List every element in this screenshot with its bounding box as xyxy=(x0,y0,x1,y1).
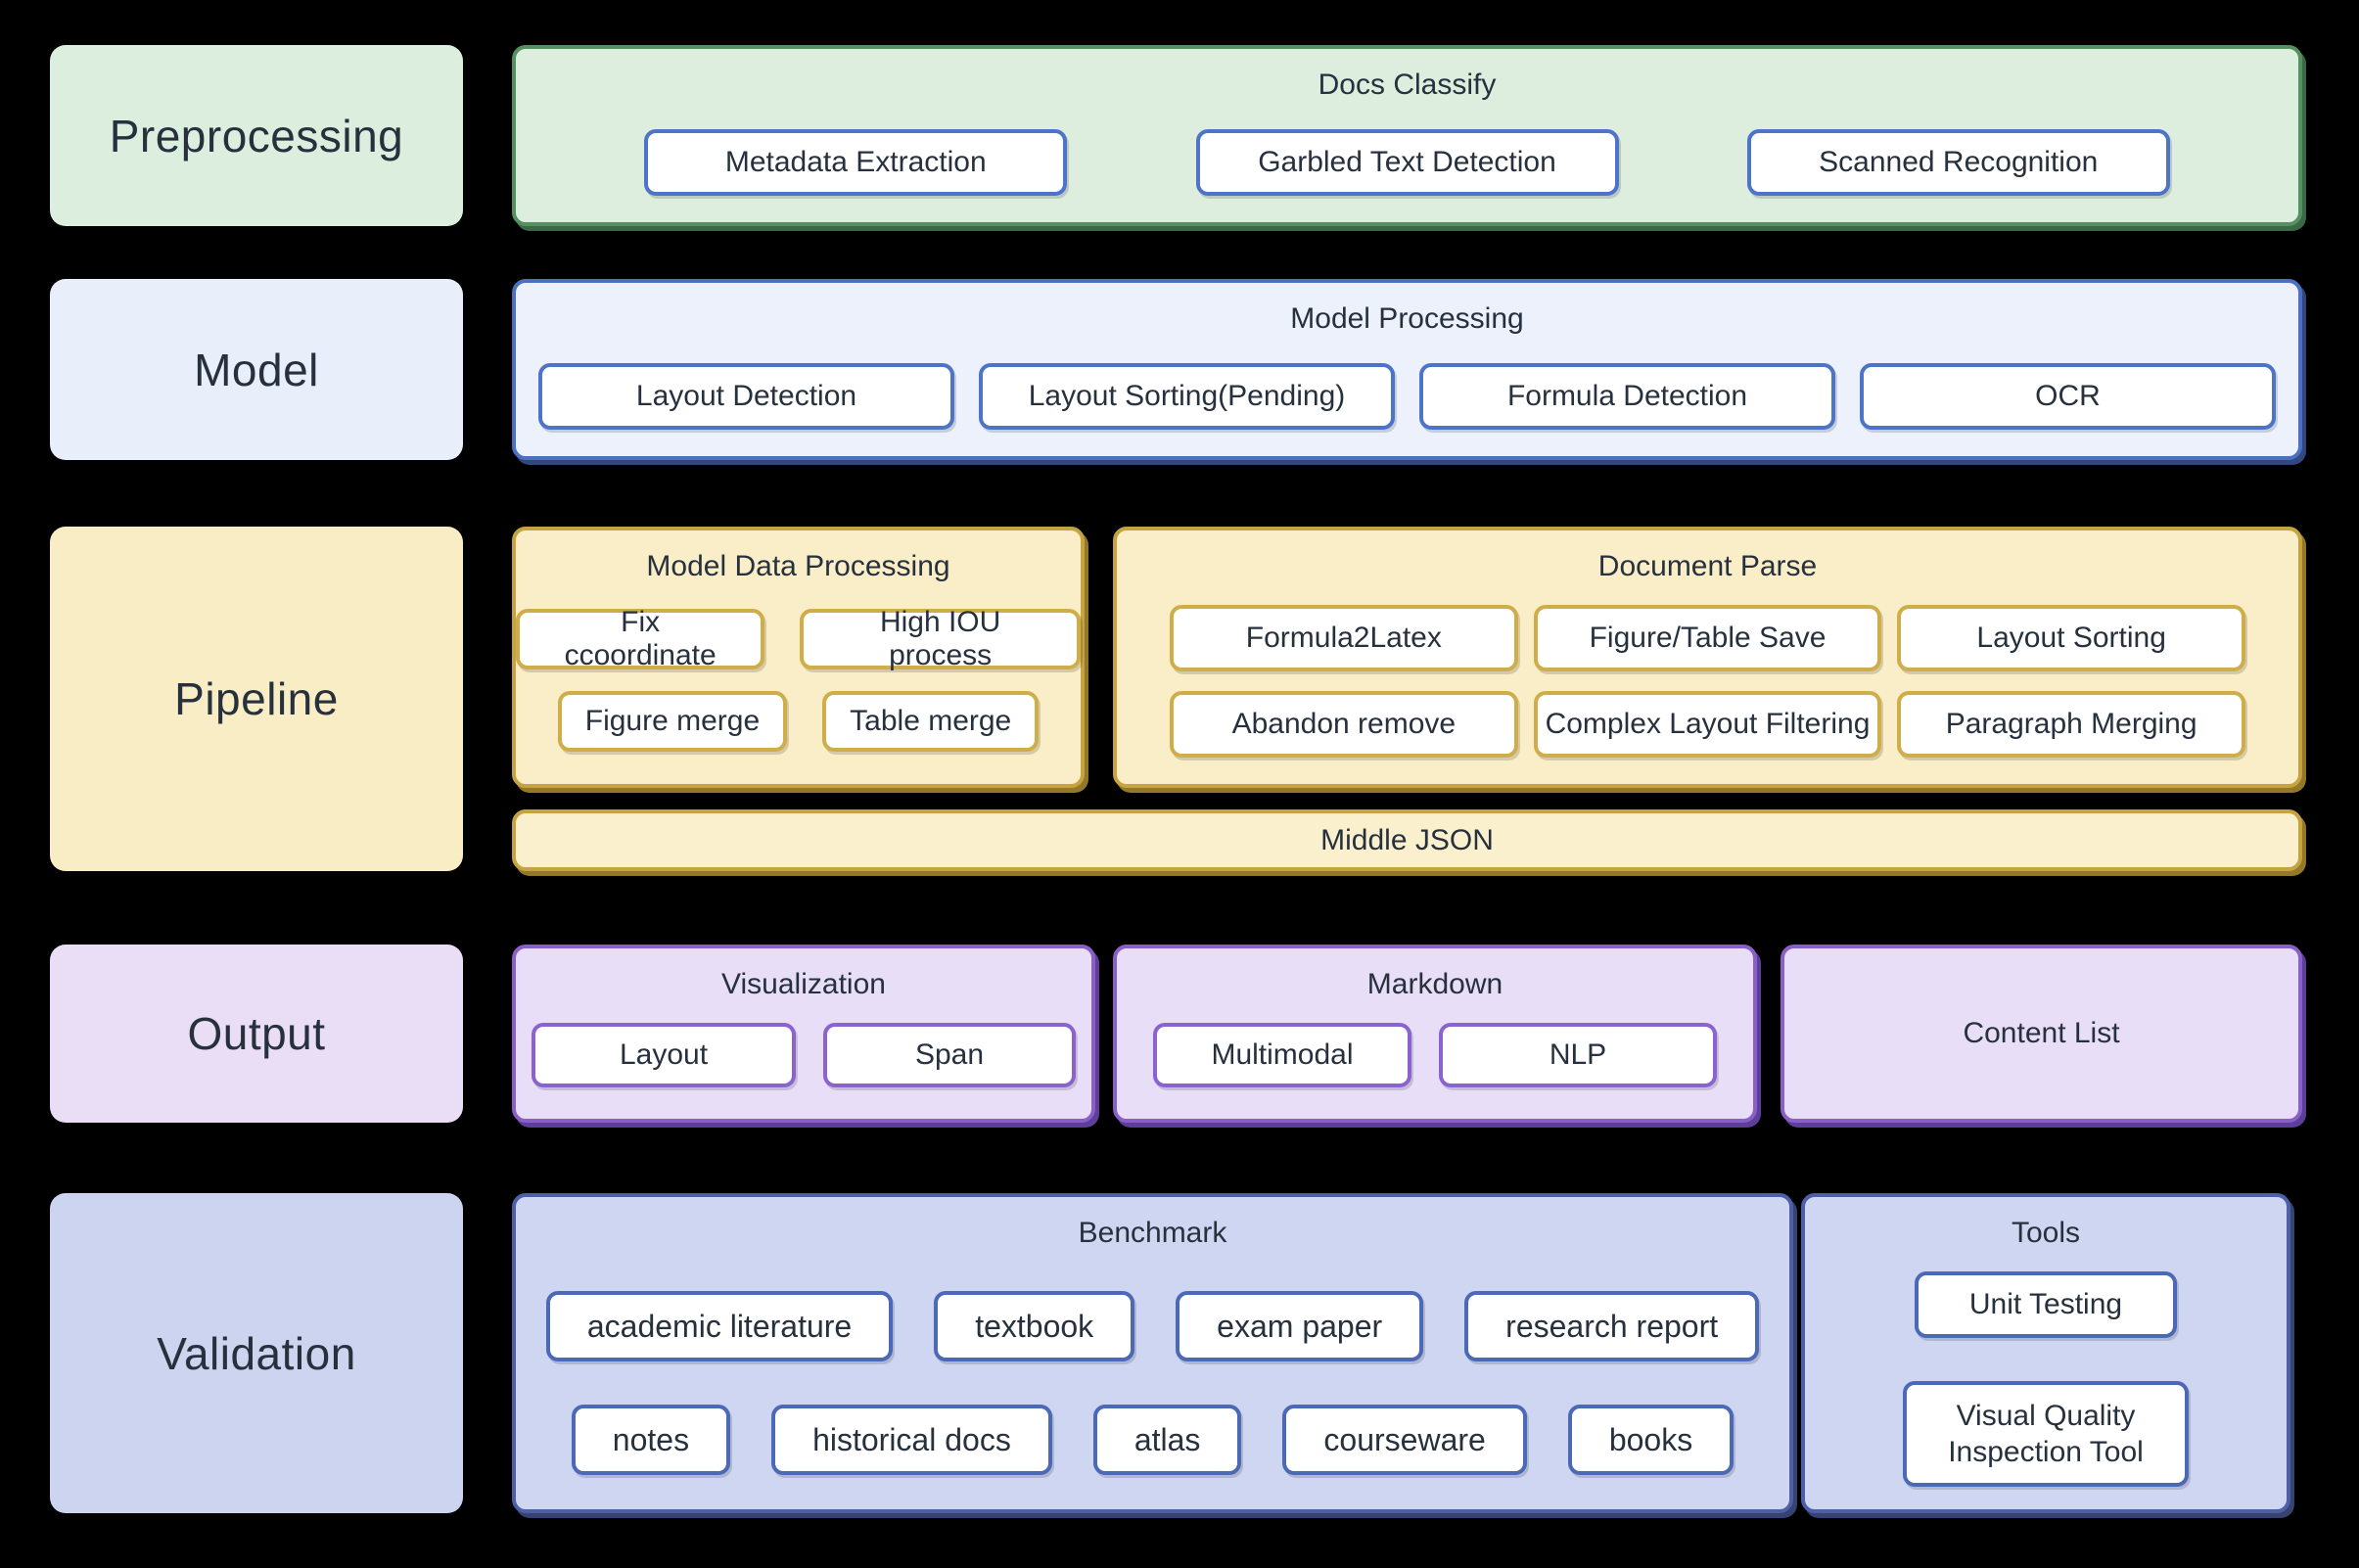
node-visual-quality-inspection-tool: Visual Quality Inspection Tool xyxy=(1903,1381,2189,1487)
group-markdown: Markdown Multimodal NLP xyxy=(1113,945,1757,1123)
node-notes: notes xyxy=(571,1405,731,1475)
stage-label-pipeline: Pipeline xyxy=(50,527,463,871)
node-layout-sorting: Layout Sorting xyxy=(1897,605,2245,671)
visualization-nodes: Layout Span xyxy=(516,1023,1091,1087)
group-middle-json: Middle JSON xyxy=(512,809,2302,871)
node-research-report: research report xyxy=(1464,1291,1760,1361)
node-metadata-extraction: Metadata Extraction xyxy=(644,129,1068,196)
docs-classify-nodes: Metadata Extraction Garbled Text Detecti… xyxy=(516,129,2298,196)
group-benchmark: Benchmark academic literature textbook e… xyxy=(512,1193,1793,1513)
node-high-iou-process: High IOU process xyxy=(800,606,1081,671)
node-span: Span xyxy=(823,1023,1076,1087)
node-formula2latex: Formula2Latex xyxy=(1170,605,1518,671)
node-figure-table-save: Figure/Table Save xyxy=(1533,605,1882,671)
node-fix-ccoordinate: Fix ccoordinate xyxy=(516,606,765,671)
node-courseware: courseware xyxy=(1282,1405,1527,1475)
node-historical-docs: historical docs xyxy=(771,1405,1052,1475)
node-books: books xyxy=(1567,1405,1735,1475)
node-paragraph-merging: Paragraph Merging xyxy=(1897,691,2245,758)
mdp-node-row-1: Fix ccoordinate High IOU process xyxy=(516,606,1081,671)
document-parse-nodes: Formula2Latex Figure/Table Save Layout S… xyxy=(1117,605,2298,758)
node-multimodal: Multimodal xyxy=(1153,1023,1411,1087)
node-garbled-text-detection: Garbled Text Detection xyxy=(1195,129,1619,196)
node-formula-detection: Formula Detection xyxy=(1419,363,1835,430)
node-exam-paper: exam paper xyxy=(1176,1291,1424,1361)
group-tools: Tools Unit Testing Visual Quality Inspec… xyxy=(1801,1193,2290,1513)
group-title-document-parse: Document Parse xyxy=(1597,550,1818,582)
group-document-parse: Document Parse Formula2Latex Figure/Tabl… xyxy=(1113,527,2302,788)
group-model-processing: Model Processing Layout Detection Layout… xyxy=(512,279,2302,460)
stage-label-preprocessing: Preprocessing xyxy=(50,45,463,226)
node-layout-sorting-pending: Layout Sorting(Pending) xyxy=(979,363,1395,430)
benchmark-node-row-2: notes historical docs atlas courseware b… xyxy=(516,1405,1789,1475)
group-title-model-processing: Model Processing xyxy=(1290,302,1524,335)
node-complex-layout-filtering: Complex Layout Filtering xyxy=(1533,691,1882,758)
group-model-data-processing: Model Data Processing Fix ccoordinate Hi… xyxy=(512,527,1085,788)
tools-nodes: Unit Testing Visual Quality Inspection T… xyxy=(1805,1271,2287,1487)
node-table-merge: Table merge xyxy=(822,691,1040,752)
group-docs-classify: Docs Classify Metadata Extraction Garble… xyxy=(512,45,2302,226)
group-title-tools: Tools xyxy=(2011,1217,2081,1249)
stage-label-output: Output xyxy=(50,945,463,1123)
group-title-docs-classify: Docs Classify xyxy=(1318,69,1497,101)
model-processing-nodes: Layout Detection Layout Sorting(Pending)… xyxy=(516,363,2298,430)
node-layout: Layout xyxy=(532,1023,796,1087)
group-title-model-data-processing: Model Data Processing xyxy=(646,550,950,582)
node-atlas: atlas xyxy=(1092,1405,1242,1475)
node-ocr: OCR xyxy=(1860,363,2276,430)
group-title-markdown: Markdown xyxy=(1366,968,1503,1000)
group-visualization: Visualization Layout Span xyxy=(512,945,1095,1123)
node-unit-testing: Unit Testing xyxy=(1915,1271,2177,1338)
node-scanned-recognition: Scanned Recognition xyxy=(1746,129,2170,196)
group-content-list: Content List xyxy=(1781,945,2302,1123)
group-title-visualization: Visualization xyxy=(721,968,886,1000)
node-textbook: textbook xyxy=(934,1291,1135,1361)
stage-label-validation: Validation xyxy=(50,1193,463,1513)
node-abandon-remove: Abandon remove xyxy=(1170,691,1518,758)
stage-label-model: Model xyxy=(50,279,463,460)
markdown-nodes: Multimodal NLP xyxy=(1117,1023,1753,1087)
node-academic-literature: academic literature xyxy=(545,1291,894,1361)
mdp-node-row-2: Figure merge Table merge xyxy=(516,691,1081,752)
node-layout-detection: Layout Detection xyxy=(538,363,954,430)
node-figure-merge: Figure merge xyxy=(557,691,788,752)
group-title-benchmark: Benchmark xyxy=(1078,1217,1227,1249)
node-nlp: NLP xyxy=(1439,1023,1717,1087)
benchmark-node-row-1: academic literature textbook exam paper … xyxy=(516,1291,1789,1361)
